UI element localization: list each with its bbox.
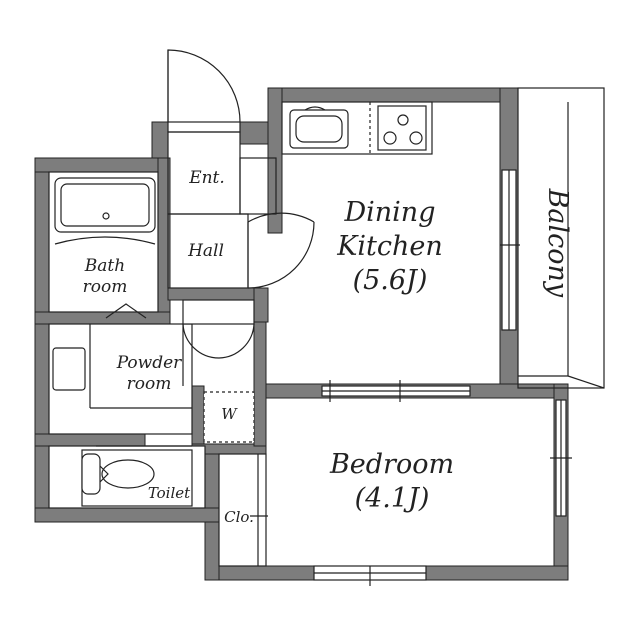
- bedroom-name: Bedroom: [329, 449, 455, 480]
- hall-label: Hall: [178, 241, 234, 262]
- toilet-name: Toilet: [147, 484, 191, 502]
- bath-line2: room: [82, 277, 128, 298]
- washer-label: W: [216, 405, 242, 424]
- powder-label: Powder room: [106, 353, 192, 396]
- toilet-label: Toilet: [140, 484, 198, 503]
- entrance-label: Ent.: [178, 168, 236, 189]
- dining-kitchen-label: Dining Kitchen (5.6J): [330, 196, 450, 297]
- toilet: [48, 445, 206, 509]
- entrance-hall: [167, 131, 315, 289]
- entrance-name: Ent.: [189, 168, 225, 188]
- powder-line2: room: [126, 374, 172, 395]
- entry-door: [167, 49, 241, 133]
- closet-label: Clo.: [219, 508, 259, 527]
- kitchen-counter: [281, 101, 433, 155]
- windows: [313, 169, 572, 586]
- bath-label: Bath room: [70, 256, 140, 299]
- hall-name: Hall: [188, 241, 224, 261]
- balcony-name: Balcony: [541, 188, 573, 298]
- dining-kitchen-size: (5.6J): [352, 264, 428, 296]
- washer-name: W: [221, 405, 237, 423]
- powder-line1: Powder: [116, 353, 182, 373]
- dining-kitchen-line1: Dining: [344, 197, 436, 228]
- bedroom-label: Bedroom (4.1J): [322, 448, 462, 516]
- powder-room: [48, 299, 255, 443]
- dining-kitchen-line2: Kitchen: [337, 230, 443, 262]
- sliding-door: [321, 380, 471, 402]
- closet-name: Clo.: [224, 508, 254, 526]
- bath-tub: [48, 171, 159, 319]
- bath-line1: Bath: [84, 256, 126, 276]
- bedroom-size: (4.1J): [354, 482, 430, 514]
- bedroom-area: [265, 397, 555, 567]
- balcony-label: Balcony: [540, 183, 574, 303]
- balcony: [517, 87, 605, 389]
